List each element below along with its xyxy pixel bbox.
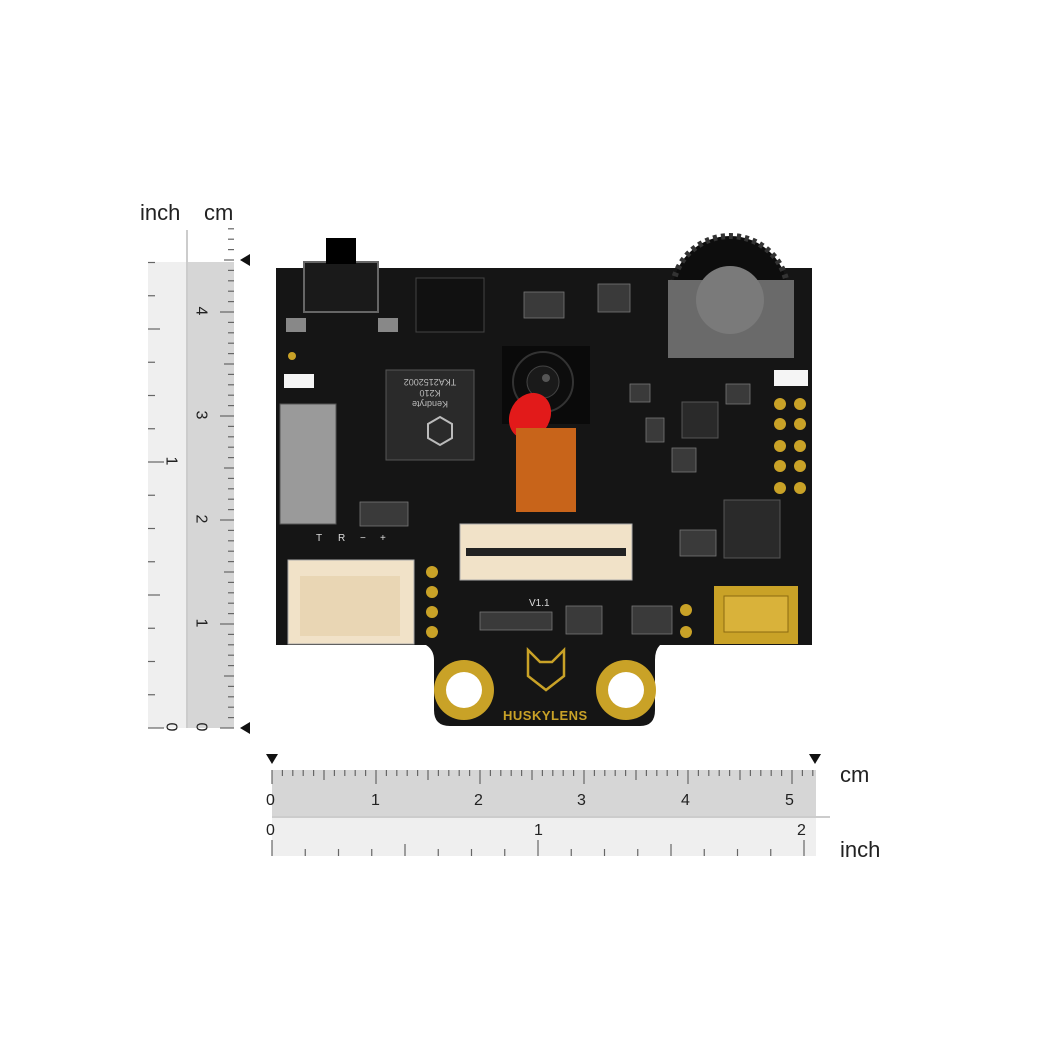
brand-label: HUSKYLENS: [503, 708, 588, 723]
version-label: V1.1: [529, 598, 550, 609]
h-inch-tick-1: 1: [534, 822, 543, 839]
cm-label-bottom: cm: [840, 762, 870, 787]
pin-label-minus: −: [360, 533, 366, 544]
inch-label-bottom: inch: [840, 837, 881, 862]
cm-label-top: cm: [204, 200, 234, 225]
h-cm-tick-0: 0: [266, 792, 275, 809]
pin-label-t: T: [316, 533, 323, 544]
chip-text-line-3: TKA2152002: [403, 377, 457, 387]
chip-text-line-1: Kendryte: [411, 399, 449, 409]
h-cm-tick-4: 4: [681, 792, 690, 809]
h-cm-tick-1: 1: [371, 792, 380, 809]
h-inch-tick-0: 0: [266, 822, 275, 839]
inch-label-top: inch: [140, 200, 181, 225]
h-inch-tick-2: 2: [797, 822, 806, 839]
chip-text-line-2: K210: [419, 388, 441, 398]
chip-text: Kendryte K210 TKA2152002: [392, 376, 468, 409]
pin-label-plus: +: [380, 533, 386, 544]
pin-label-r: R: [338, 533, 346, 544]
h-cm-tick-3: 3: [577, 792, 586, 809]
h-cm-tick-2: 2: [474, 792, 483, 809]
h-cm-tick-5: 5: [785, 792, 794, 809]
